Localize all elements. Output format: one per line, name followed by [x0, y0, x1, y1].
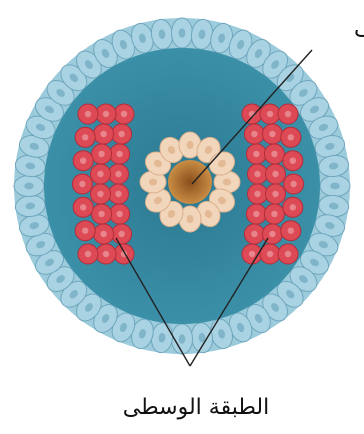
- mesoderm-cell: [92, 204, 112, 224]
- mesoderm-cell: [114, 244, 134, 264]
- mesoderm-cell: [260, 104, 280, 124]
- mesoderm-cell: [96, 104, 116, 124]
- mesoderm-cell: [114, 104, 134, 124]
- mesoderm-cell: [78, 244, 98, 264]
- mesoderm-cell: [94, 224, 114, 244]
- mesoderm-label: الطبقة الوسطى: [123, 395, 269, 420]
- mesoderm-cell: [262, 124, 282, 144]
- mesoderm-cell: [92, 144, 112, 164]
- mesoderm-cell: [248, 164, 268, 184]
- mesoderm-cell: [278, 244, 298, 264]
- mesoderm-cell: [264, 204, 284, 224]
- mesoderm-cell: [283, 151, 303, 171]
- ectoderm-cell: [320, 176, 350, 197]
- mesoderm-cell: [75, 127, 95, 147]
- mesoderm-cell: [284, 174, 304, 194]
- mesoderm-cell: [283, 197, 303, 217]
- mesoderm-cell: [73, 151, 93, 171]
- mesoderm-cell: [242, 104, 262, 124]
- mesoderm-cell: [91, 164, 111, 184]
- mesoderm-cell: [112, 124, 132, 144]
- mesoderm-cell: [96, 244, 116, 264]
- mesoderm-cell: [110, 204, 130, 224]
- mesoderm-cell: [244, 124, 264, 144]
- mesoderm-cell: [266, 184, 286, 204]
- gut-lumen: [168, 160, 212, 204]
- mesoderm-cell: [281, 127, 301, 147]
- mesoderm-cell: [244, 224, 264, 244]
- mesoderm-cell: [278, 104, 298, 124]
- mesoderm-cell: [281, 221, 301, 241]
- mesoderm-cell: [110, 144, 130, 164]
- mesoderm-cell: [112, 224, 132, 244]
- mesoderm-cell: [91, 184, 111, 204]
- mesoderm-cell: [73, 197, 93, 217]
- gut-label: المعى: [354, 15, 364, 40]
- mesoderm-cell: [264, 144, 284, 164]
- mesoderm-cell: [246, 144, 266, 164]
- mesoderm-cell: [94, 124, 114, 144]
- mesoderm-cell: [109, 164, 129, 184]
- mesoderm-cell: [78, 104, 98, 124]
- ectoderm-cell: [172, 18, 193, 48]
- mesoderm-cell: [75, 221, 95, 241]
- mesoderm-cell: [266, 164, 286, 184]
- mesoderm-cell: [72, 174, 92, 194]
- ectoderm-cell: [14, 176, 44, 197]
- mesoderm-cell: [109, 184, 129, 204]
- mesoderm-cell: [246, 204, 266, 224]
- mesoderm-cell: [248, 184, 268, 204]
